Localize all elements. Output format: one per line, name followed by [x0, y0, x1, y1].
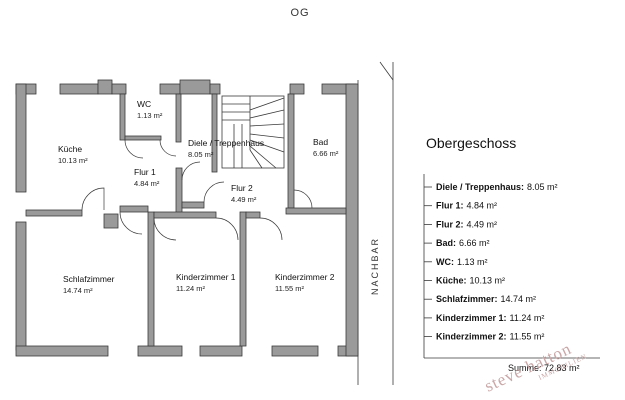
room-name-flur1: Flur 1 — [134, 167, 156, 177]
legend-entry-value: 4.49 m² — [467, 219, 498, 229]
legend-sum: Summe: 72.83 m² — [508, 363, 580, 373]
legend-title: Obergeschoss — [426, 135, 516, 151]
inner-walls — [25, 93, 347, 347]
legend-entry: Flur 1:4.84 m² — [436, 201, 497, 211]
outer-walls — [15, 79, 359, 357]
doors — [81, 139, 313, 241]
legend-entry-label: Flur 2: — [436, 219, 464, 229]
legend-entry: WC:1.13 m² — [436, 257, 488, 267]
legend-entry-label: Flur 1: — [436, 201, 464, 211]
room-area-flur2: 4.49 m² — [231, 195, 257, 204]
room-area-wc: 1.13 m² — [137, 111, 163, 120]
staircase — [221, 95, 285, 169]
room-name-wc: WC — [137, 99, 151, 109]
legend-entry-value: 8.05 m² — [527, 182, 558, 192]
legend-entry: Kinderzimmer 2:11.55 m² — [436, 332, 544, 342]
legend-entry-value: 4.84 m² — [467, 201, 498, 211]
room-name-kueche: Küche — [58, 144, 82, 154]
room-name-kinderzimmer1: Kinderzimmer 1 — [176, 272, 236, 282]
neighbor-label: NACHBAR — [370, 237, 380, 295]
legend-rows: Diele / Treppenhaus:8.05 m² Flur 1:4.84 m… — [424, 182, 558, 342]
room-area-kueche: 10.13 m² — [58, 156, 88, 165]
room-area-flur1: 4.84 m² — [134, 179, 160, 188]
legend-entry: Kinderzimmer 1:11.24 m² — [436, 313, 544, 323]
legend-entry-label: Kinderzimmer 1: — [436, 313, 507, 323]
legend-entry-label: WC: — [436, 257, 454, 267]
legend-entry-value: 14.74 m² — [501, 294, 537, 304]
room-name-kinderzimmer2: Kinderzimmer 2 — [275, 272, 335, 282]
legend-entry-label: Schlafzimmer: — [436, 294, 498, 304]
room-name-schlafzimmer: Schlafzimmer — [63, 274, 115, 284]
legend-entry-value: 11.24 m² — [510, 313, 545, 323]
legend-entry-label: Bad: — [436, 238, 456, 248]
room-labels: WC 1.13 m² Küche 10.13 m² Diele / Treppe… — [58, 99, 339, 295]
neighbor-boundary: NACHBAR — [357, 61, 394, 385]
legend-entry: Diele / Treppenhaus:8.05 m² — [436, 182, 558, 192]
legend-entry-value: 6.66 m² — [459, 238, 490, 248]
legend-entry-value: 11.55 m² — [510, 332, 545, 342]
legend-entry: Küche:10.13 m² — [436, 276, 505, 286]
legend-entry-value: 1.13 m² — [457, 257, 488, 267]
legend-entry-label: Kinderzimmer 2: — [436, 332, 507, 342]
area-legend: Obergeschoss Diele / Treppenhaus:8.05 m²… — [423, 135, 600, 373]
legend-entry-value: 10.13 m² — [470, 276, 506, 286]
legend-entry: Bad:6.66 m² — [436, 238, 490, 248]
legend-entry: Flur 2:4.49 m² — [436, 219, 497, 229]
room-area-schlafzimmer: 14.74 m² — [63, 286, 93, 295]
room-area-diele: 8.05 m² — [188, 150, 214, 159]
room-name-bad: Bad — [313, 137, 328, 147]
legend-entry-label: Küche: — [436, 276, 467, 286]
room-area-kinderzimmer1: 11.24 m² — [176, 284, 206, 293]
room-name-diele: Diele / Treppenhaus — [188, 138, 264, 148]
legend-entry-label: Diele / Treppenhaus: — [436, 182, 524, 192]
room-area-kinderzimmer2: 11.55 m² — [275, 284, 305, 293]
room-name-flur2: Flur 2 — [231, 183, 253, 193]
floor-code: OG — [290, 7, 309, 19]
room-area-bad: 6.66 m² — [313, 149, 339, 158]
legend-entry: Schlafzimmer:14.74 m² — [436, 294, 536, 304]
